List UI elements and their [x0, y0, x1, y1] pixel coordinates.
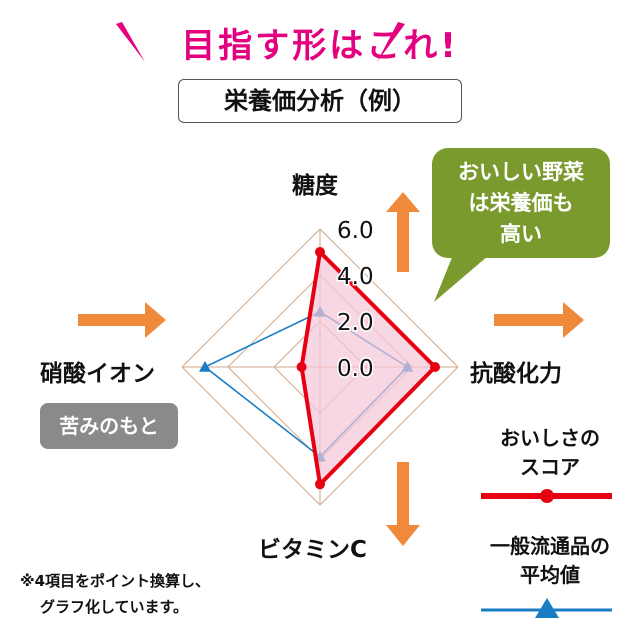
arrow-right-icon: [78, 302, 166, 338]
legend-marker-circle-icon: [540, 489, 554, 503]
axis-label-nitrate: 硝酸イオン: [40, 361, 155, 387]
legend-label: おいしさの: [500, 426, 600, 450]
callout-bubble: おいしい野菜 は栄養価も 高い: [432, 148, 610, 258]
tick-label: 2.0: [337, 310, 374, 336]
chart-title: 栄養価分析（例）: [178, 79, 462, 123]
axis-label-vitamin-c: ビタミンC: [258, 537, 367, 563]
callout-tail: [434, 250, 495, 302]
data-point-score: [315, 247, 325, 257]
legend-item-average: 一般流通品の 平均値: [470, 532, 630, 590]
callout-line: は栄養価も: [468, 191, 574, 215]
decor-slash-left: [116, 22, 145, 62]
tick-label: 6.0: [337, 218, 374, 244]
tick-label: 4.0: [337, 264, 374, 290]
series-fill-score: [301, 252, 435, 485]
footnote-line: ※4項目をポイント換算し、: [20, 572, 211, 590]
callout-line: おいしい野菜: [458, 160, 584, 184]
legend-item-score: おいしさの スコア: [470, 424, 630, 482]
data-point-score: [296, 362, 307, 372]
data-point-score: [315, 479, 325, 490]
headline: 目指す形はこれ!: [181, 26, 459, 66]
axis-label-sugar: 糖度: [292, 173, 338, 199]
legend-label: 平均値: [520, 563, 580, 587]
arrow-up-icon: [386, 192, 420, 272]
bitterness-label: 苦みのもと: [40, 403, 178, 449]
callout-line: 高い: [500, 222, 542, 246]
arrow-right-icon: [494, 302, 584, 338]
axis-label-antioxidant: 抗酸化力: [470, 361, 562, 387]
legend-label: スコア: [520, 455, 580, 479]
footnote: ※4項目をポイント換算し、 グラフ化しています。: [20, 568, 210, 620]
tick-label: 0.0: [337, 356, 374, 382]
legend-marker-triangle-icon: [535, 598, 559, 618]
data-point-score: [430, 362, 440, 372]
footnote-line: グラフ化しています。: [40, 598, 189, 616]
arrow-down-icon: [386, 462, 420, 546]
decor-slash-right: [377, 22, 405, 62]
legend-label: 一般流通品の: [490, 534, 610, 558]
data-point-average: [199, 361, 211, 372]
